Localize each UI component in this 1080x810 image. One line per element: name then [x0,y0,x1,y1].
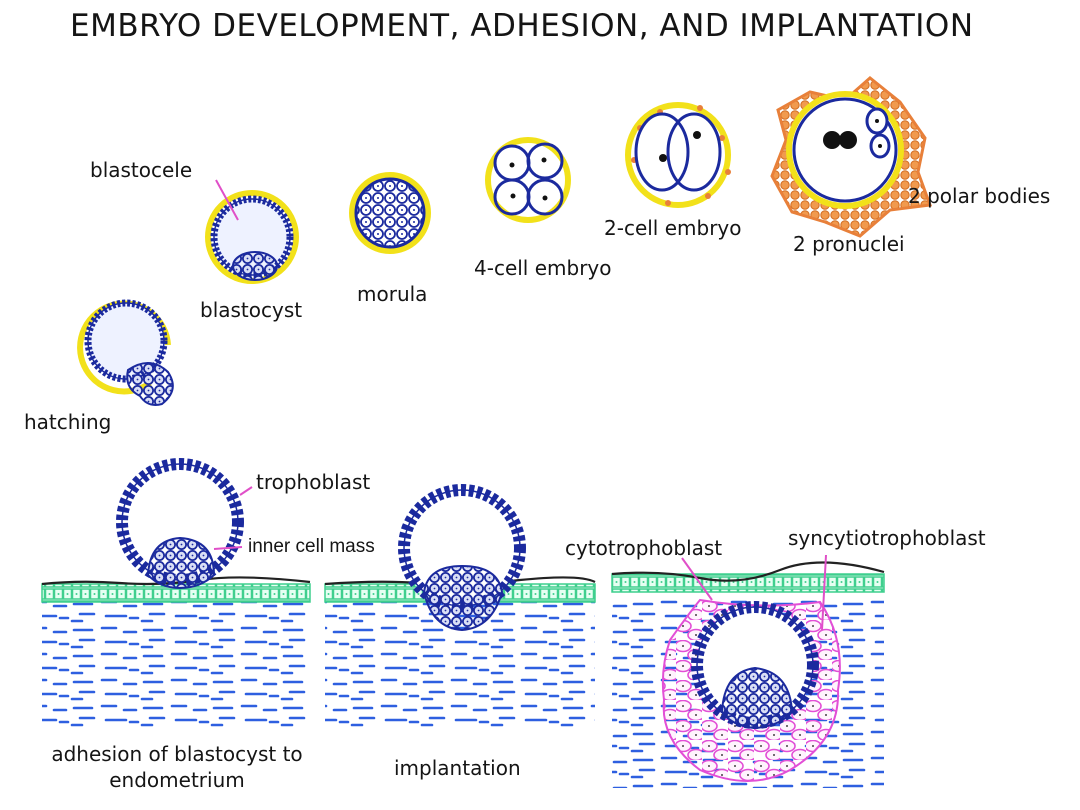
four-cell-embryo-figure [485,137,571,223]
label-two-cell-embryo: 2-cell embryo [604,216,742,240]
diagram-title: EMBRYO DEVELOPMENT, ADHESION, AND IMPLAN… [70,8,974,44]
pointer-line [681,557,713,601]
label-cytotrophoblast: cytotrophoblast [565,536,723,560]
adhesion-panel [41,458,311,728]
pronucleus [823,131,841,149]
label-four-cell-embryo: 4-cell embryo [474,256,612,280]
label-hatching: hatching [24,410,112,434]
hatching-figure [77,299,174,406]
label-syncytiotrophoblast: syncytiotrophoblast [788,526,986,550]
implantation-panel [324,484,596,728]
zygote-figure [770,76,933,238]
blastomere [666,112,722,192]
pointer-line [213,546,243,550]
label-adhesion-line2: endometrium [109,768,245,792]
two-cell-embryo-figure [625,102,731,208]
label-pronuclei: 2 pronuclei [793,232,905,256]
invasion-panel [611,554,885,788]
pointer-line [239,486,253,496]
label-morula: morula [357,282,428,306]
blastomere [634,112,690,192]
pointer-line [821,554,827,631]
label-polar-bodies: 2 polar bodies [908,184,1051,208]
label-blastocyst: blastocyst [200,298,303,322]
morula-figure [349,172,431,254]
pointer-line [215,179,239,221]
pronucleus [839,131,857,149]
label-blastocele: blastocele [90,158,193,182]
label-trophoblast: trophoblast [256,470,371,494]
label-implantation: implantation [394,756,521,780]
blastocyst-figure [205,179,299,284]
label-inner-cell-mass: inner cell mass [248,536,375,557]
label-adhesion-line1: adhesion of blastocyst to [51,742,303,766]
